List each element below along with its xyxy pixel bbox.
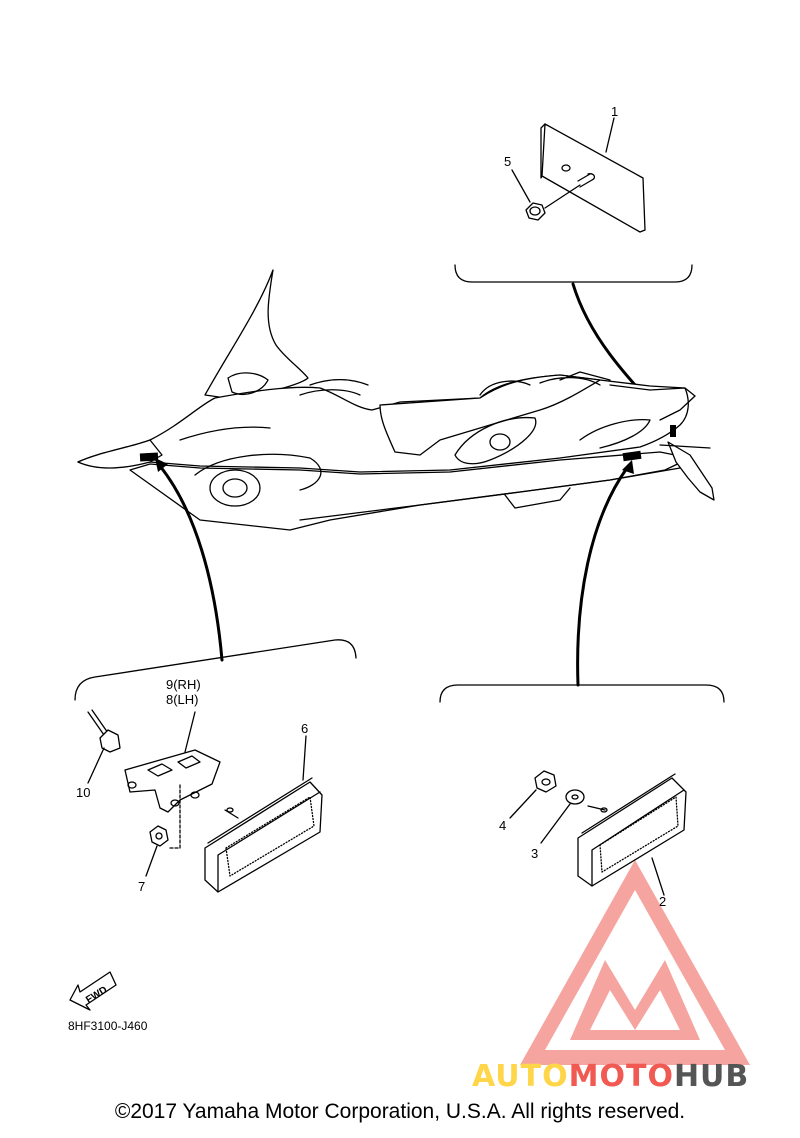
label-1: 1 xyxy=(611,104,618,119)
plate-part-1 xyxy=(541,123,646,233)
leader-10 xyxy=(87,747,105,784)
label-9: 9(RH) xyxy=(166,677,201,692)
handlebar xyxy=(299,379,369,396)
nut-part-4 xyxy=(534,770,557,793)
leader-3 xyxy=(540,803,571,844)
bottom-left-frame xyxy=(74,639,357,701)
bottom-right-detail-group: 4 3 2 xyxy=(439,684,725,909)
bottom-right-frame xyxy=(439,684,725,703)
windshield xyxy=(204,269,309,401)
copyright-notice: ©2017 Yamaha Motor Corporation, U.S.A. A… xyxy=(114,1100,686,1123)
nut-part-7 xyxy=(149,825,169,847)
leader-6 xyxy=(302,735,307,781)
rear-plate-marker xyxy=(670,425,676,437)
label-7: 7 xyxy=(138,879,145,894)
label-8: 8(LH) xyxy=(166,692,199,707)
label-3: 3 xyxy=(531,846,538,861)
leader-8-9 xyxy=(184,711,196,753)
label-6: 6 xyxy=(301,721,308,736)
top-detail-frame xyxy=(454,264,693,283)
label-2: 2 xyxy=(659,894,666,909)
leader-7 xyxy=(145,845,158,877)
front-reflector-marker xyxy=(139,452,159,462)
leader-4 xyxy=(509,789,537,819)
snow-flap xyxy=(667,441,715,501)
running-board xyxy=(299,467,681,521)
leader-5 xyxy=(511,169,531,203)
leader-1 xyxy=(605,117,615,153)
snowmobile-outline xyxy=(77,269,715,531)
washer-part-3 xyxy=(565,789,585,805)
fwd-arrow-icon: FWD xyxy=(69,971,117,1011)
rivet-part-10 xyxy=(87,709,121,753)
reflector-part-2 xyxy=(577,773,687,887)
bottom-left-detail-group: 10 9(RH) 8(LH) 7 6 xyxy=(74,639,357,894)
plate-hole xyxy=(561,164,571,172)
top-detail-group: 1 5 xyxy=(454,104,693,283)
nut-part-5 xyxy=(525,202,546,221)
watermark-logo xyxy=(520,860,750,1065)
label-5: 5 xyxy=(504,154,511,169)
watermark-text: AUTOMOTOHUB xyxy=(472,1059,749,1094)
arrow-head-front-reflector xyxy=(155,458,168,472)
arrow-to-front-reflector xyxy=(158,464,224,662)
bracket-part-8-9 xyxy=(124,749,221,813)
rear-reflector-marker xyxy=(622,450,642,462)
arrow-head-rear-reflector xyxy=(622,460,634,474)
plate-stud xyxy=(577,173,596,188)
label-4: 4 xyxy=(499,818,506,833)
arrow-to-rear-reflector xyxy=(576,466,629,687)
rear-rack xyxy=(479,371,611,396)
part-number: 8HF3100-J460 xyxy=(68,1019,148,1033)
leader-2 xyxy=(651,857,665,896)
seat xyxy=(379,374,601,456)
label-10: 10 xyxy=(76,785,90,800)
reflector-part-6 xyxy=(204,777,323,893)
